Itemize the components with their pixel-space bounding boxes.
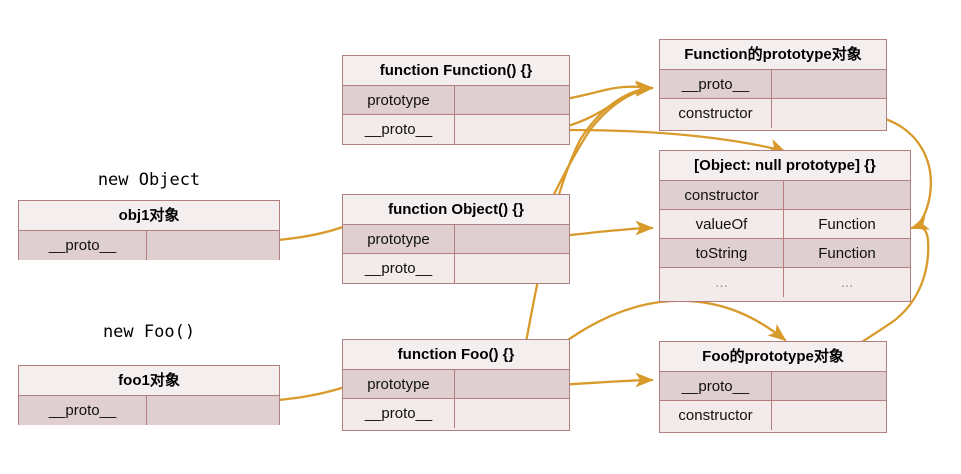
fn-function-prototype-value [455, 86, 569, 115]
box-function-object-header: function Object() {} [343, 195, 569, 225]
null-prototype-valueof-value: Function [784, 210, 910, 239]
box-null-prototype-object[interactable]: [Object: null prototype] {} constructor … [659, 150, 911, 302]
fn-function-proto-value [455, 115, 569, 144]
fn-foo-prototype-value [455, 370, 569, 399]
table-row: __proto__ [19, 231, 279, 260]
table-row: constructor [660, 99, 886, 128]
function-prototype-constructor-value [772, 99, 886, 128]
foo1-proto-key: __proto__ [19, 396, 147, 425]
table-row: constructor [660, 181, 910, 210]
fn-foo-proto-value [455, 399, 569, 428]
table-row: toString Function [660, 239, 910, 268]
function-prototype-proto-key: __proto__ [660, 70, 772, 99]
box-function-prototype-object[interactable]: Function的prototype对象 __proto__ construct… [659, 39, 887, 131]
null-prototype-tostring-key: toString [660, 239, 784, 268]
box-obj1[interactable]: obj1对象 __proto__ [18, 200, 280, 260]
box-function-foo-header: function Foo() {} [343, 340, 569, 370]
fn-function-prototype-key: prototype [343, 86, 455, 115]
table-row: valueOf Function [660, 210, 910, 239]
box-foo1-header: foo1对象 [19, 366, 279, 396]
foo-prototype-proto-value [772, 372, 886, 401]
caption-new-foo: new Foo() [102, 322, 196, 342]
caption-new-object: new Object [97, 170, 201, 190]
obj1-proto-key: __proto__ [19, 231, 147, 260]
table-row: __proto__ [343, 399, 569, 428]
box-foo1[interactable]: foo1对象 __proto__ [18, 365, 280, 425]
foo-prototype-constructor-key: constructor [660, 401, 772, 430]
table-row: __proto__ [19, 396, 279, 425]
null-prototype-ellipsis-value: ... [784, 268, 910, 297]
table-row: ... ... [660, 268, 910, 297]
null-prototype-tostring-value: Function [784, 239, 910, 268]
null-prototype-constructor-key: constructor [660, 181, 784, 210]
table-row: constructor [660, 401, 886, 430]
fn-object-proto-key: __proto__ [343, 254, 455, 283]
fn-foo-prototype-key: prototype [343, 370, 455, 399]
box-obj1-header: obj1对象 [19, 201, 279, 231]
box-function-foo[interactable]: function Foo() {} prototype __proto__ [342, 339, 570, 431]
fn-object-prototype-value [455, 225, 569, 254]
fn-object-prototype-key: prototype [343, 225, 455, 254]
fn-foo-proto-key: __proto__ [343, 399, 455, 428]
table-row: prototype [343, 86, 569, 115]
box-null-prototype-header: [Object: null prototype] {} [660, 151, 910, 181]
null-prototype-constructor-value [784, 181, 910, 210]
foo1-proto-value [147, 396, 279, 425]
function-prototype-proto-value [772, 70, 886, 99]
table-row: __proto__ [343, 115, 569, 144]
box-function-object[interactable]: function Object() {} prototype __proto__ [342, 194, 570, 284]
null-prototype-valueof-key: valueOf [660, 210, 784, 239]
function-prototype-constructor-key: constructor [660, 99, 772, 128]
table-row: __proto__ [660, 372, 886, 401]
table-row: __proto__ [660, 70, 886, 99]
box-function-prototype-header: Function的prototype对象 [660, 40, 886, 70]
obj1-proto-value [147, 231, 279, 260]
table-row: prototype [343, 225, 569, 254]
table-row: prototype [343, 370, 569, 399]
fn-object-proto-value [455, 254, 569, 283]
box-foo-prototype-header: Foo的prototype对象 [660, 342, 886, 372]
null-prototype-ellipsis-key: ... [660, 268, 784, 297]
box-function-function-header: function Function() {} [343, 56, 569, 86]
table-row: __proto__ [343, 254, 569, 283]
fn-function-proto-key: __proto__ [343, 115, 455, 144]
foo-prototype-proto-key: __proto__ [660, 372, 772, 401]
box-function-function[interactable]: function Function() {} prototype __proto… [342, 55, 570, 145]
box-foo-prototype-object[interactable]: Foo的prototype对象 __proto__ constructor [659, 341, 887, 433]
foo-prototype-constructor-value [772, 401, 886, 430]
